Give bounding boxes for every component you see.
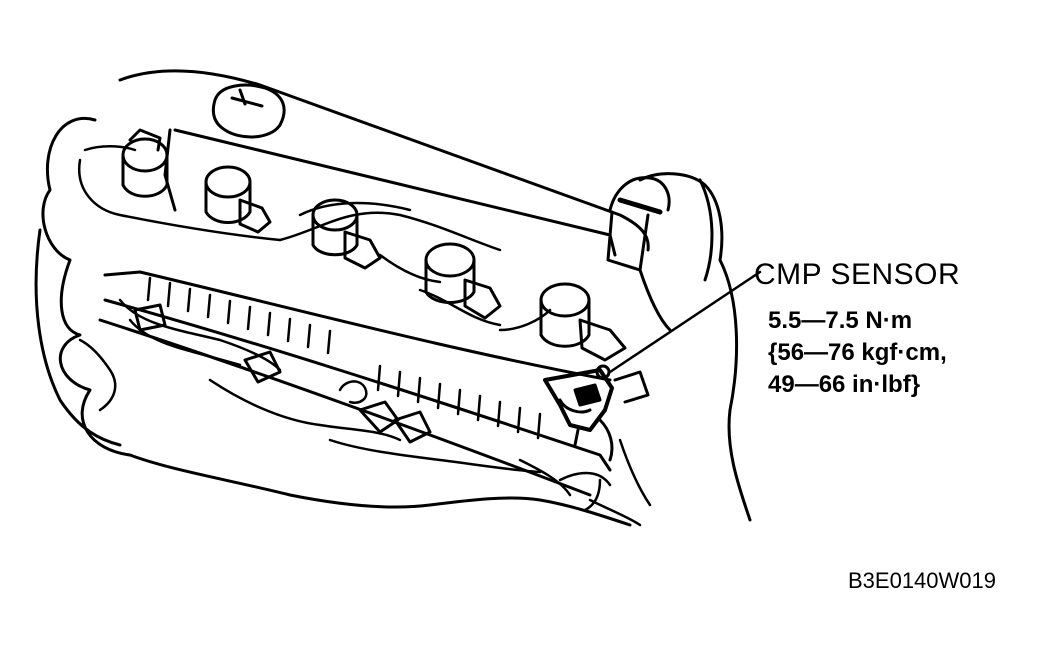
cmp-sensor-icon xyxy=(543,364,650,462)
coil-2-icon xyxy=(204,165,272,234)
head-rail-base xyxy=(98,318,592,497)
torque-line-kgfcm: {56—76 kgf·cm, xyxy=(768,339,947,366)
torque-line-nm: 5.5—7.5 N·m xyxy=(768,307,913,334)
torque-spec: 5.5—7.5 N·m {56—76 kgf·cm, 49—66 in·lbf} xyxy=(768,305,947,401)
cam-cover-edge xyxy=(163,128,177,212)
oil-cap-icon xyxy=(211,83,286,139)
cam-cover-top xyxy=(118,69,650,252)
engine-outline xyxy=(41,117,632,527)
head-rail-upper xyxy=(103,270,612,382)
engine-outline-right-inner xyxy=(698,178,714,282)
wiring-harness xyxy=(77,145,612,497)
lower-bracket xyxy=(583,438,652,527)
cmp-sensor-label: CMP SENSOR xyxy=(754,258,961,291)
engine-outline-left xyxy=(34,228,122,447)
leader-line xyxy=(608,270,762,374)
head-ribs xyxy=(146,276,542,440)
head-rail-lower xyxy=(103,298,612,472)
figure-code: B3E0140W019 xyxy=(848,568,996,593)
coil-1-icon xyxy=(121,128,169,198)
coil-5-icon xyxy=(539,282,627,362)
engine-outline-right xyxy=(638,172,752,522)
harness-connectors xyxy=(133,303,432,444)
torque-line-inlbf: 49—66 in·lbf} xyxy=(768,371,921,398)
coil-3-icon xyxy=(311,198,382,270)
hose-icon xyxy=(606,176,672,332)
